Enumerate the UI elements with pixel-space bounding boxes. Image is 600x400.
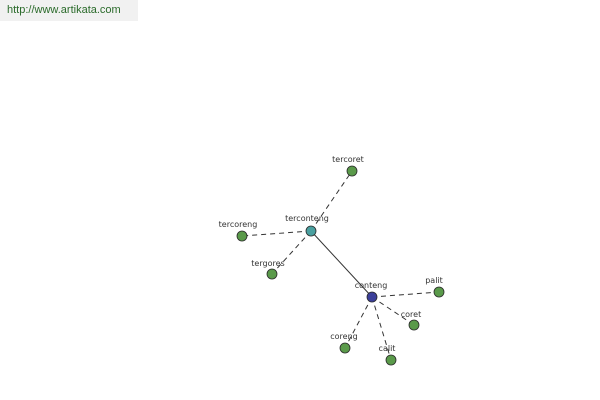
edge-terconteng-tergores [271,230,312,275]
node-label-tercoret[interactable]: tercoret [332,155,364,164]
edge-conteng-coreng [344,296,373,349]
edge-conteng-palit [371,291,440,298]
node-tergores[interactable] [266,268,278,280]
source-url-banner[interactable]: http://www.artikata.com [0,0,138,21]
nodes-layer [236,165,445,366]
node-conteng[interactable] [366,291,378,303]
edge-terconteng-tercoret [310,170,353,232]
node-label-conteng[interactable]: conteng [355,281,388,290]
edges-layer [241,170,440,361]
node-palit[interactable] [433,286,445,298]
node-label-tergores[interactable]: tergores [251,259,284,268]
edge-terconteng-tercoreng [241,230,312,237]
node-coreng[interactable] [339,342,351,354]
node-calit[interactable] [385,354,397,366]
edge-conteng-calit [371,296,392,361]
node-label-terconteng[interactable]: terconteng [285,214,329,223]
node-label-coreng[interactable]: coreng [330,332,357,341]
node-label-palit[interactable]: palit [425,276,443,285]
node-coret[interactable] [408,319,420,331]
node-tercoreng[interactable] [236,230,248,242]
labels-layer: terconteng conteng tercoret tercoreng tergor… [219,155,443,353]
node-label-calit[interactable]: calit [379,344,396,353]
edge-terconteng-conteng [310,230,373,298]
node-terconteng[interactable] [305,225,317,237]
source-url-text[interactable]: http://www.artikata.com [7,4,121,16]
node-tercoret[interactable] [346,165,358,177]
node-label-coret[interactable]: coret [401,310,421,319]
node-label-tercoreng[interactable]: tercoreng [219,220,258,229]
